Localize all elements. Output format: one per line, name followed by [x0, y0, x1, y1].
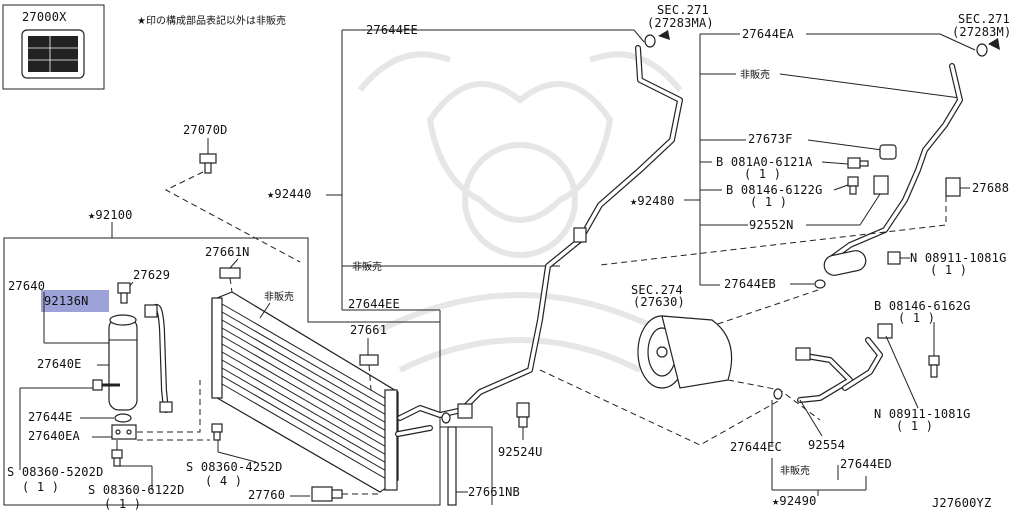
receiver-drier-27640e-icon[interactable] — [108, 314, 138, 411]
compressor-icon[interactable] — [637, 315, 733, 389]
clip-92524u-icon[interactable] — [516, 402, 530, 428]
nut-08911-1081g-a-icon[interactable] — [887, 251, 901, 265]
bracket-92552n-icon[interactable] — [873, 175, 889, 195]
nut-08911-1081g-a-label[interactable]: N 08911-1081G — [910, 251, 1007, 265]
pipe-27629 — [149, 304, 169, 413]
nut-08911-1081g-a-qty: ( 1 ) — [930, 263, 967, 277]
label-sticker-27000x[interactable]: 27000X — [2, 4, 105, 90]
not-sold-hose: 非販売 — [780, 464, 810, 477]
bracket-27640ea-icon[interactable] — [111, 424, 137, 440]
part-27760-label[interactable]: 27760 — [248, 488, 285, 502]
bolt-08360-6122d-icon[interactable] — [111, 449, 123, 467]
part-92554-label[interactable]: 92554 — [808, 438, 845, 452]
mount-27661-icon[interactable] — [359, 354, 379, 366]
part-27629-label[interactable]: 27629 — [133, 268, 170, 282]
sales-note: ★印の構成部品表記以外は非販売 — [137, 14, 286, 27]
bolt-081a0-6121a-qty: ( 1 ) — [744, 167, 781, 181]
part-27688-label[interactable]: 27688 — [972, 181, 1009, 195]
set-92490-label[interactable]: ★92490 — [772, 494, 817, 508]
hose-92490 — [797, 337, 883, 403]
watermark-emblem — [357, 51, 683, 373]
highlight-92136n — [41, 290, 109, 312]
sec271b-ref: (27283M) — [952, 25, 1011, 39]
part-92136n-label[interactable]: 92136N — [44, 294, 89, 308]
not-sold-pipe-92440: 非販売 — [352, 260, 382, 273]
seal-strip-27661nb-icon[interactable] — [447, 426, 457, 506]
grommet-27688-icon[interactable] — [945, 177, 961, 197]
diagram-id: J27600YZ — [932, 496, 991, 510]
mount-27661n-icon[interactable] — [219, 267, 241, 279]
part-27644ea-label[interactable]: 27644EA — [742, 27, 795, 41]
o-ring-27644ea-icon[interactable] — [976, 43, 988, 57]
o-ring-27644ee-mid-icon[interactable] — [441, 412, 451, 424]
part-27661n-label[interactable]: 27661N — [205, 245, 250, 259]
muffler-icon[interactable] — [822, 249, 867, 277]
sec271a-label[interactable]: SEC.271 — [657, 3, 709, 17]
part-27070d-label[interactable]: 27070D — [183, 123, 228, 137]
seal-27760-icon[interactable] — [311, 486, 343, 502]
bolt-27070d-icon[interactable] — [199, 153, 217, 174]
bolt-08146-6122g-label[interactable]: B 08146-6122G — [726, 183, 823, 197]
o-ring-27644ec-icon[interactable] — [773, 388, 783, 400]
set-92100-label[interactable]: ★92100 — [88, 208, 133, 222]
bolt-08146-6162g-qty: ( 1 ) — [898, 311, 935, 325]
sec274-label[interactable]: SEC.274 — [631, 283, 683, 297]
bolt-08146-6122g-qty: ( 1 ) — [750, 195, 787, 209]
part-27640-label[interactable]: 27640 — [8, 279, 45, 293]
pressure-switch-27629-icon[interactable] — [117, 282, 131, 304]
part-27644e-label[interactable]: 27644E — [28, 410, 73, 424]
bolt-08360-5202d-qty: ( 1 ) — [22, 480, 59, 494]
part-27661-label[interactable]: 27661 — [350, 323, 387, 337]
bolt-08360-6122d-qty: ( 1 ) — [104, 497, 141, 510]
bolt-08360-6122d-label[interactable]: S 08360-6122D — [88, 483, 185, 497]
bolt-08146-6122g-icon[interactable] — [847, 176, 859, 195]
sec271b-label[interactable]: SEC.271 — [958, 12, 1010, 26]
part-27661nb-label[interactable]: 27661NB — [468, 485, 520, 499]
bolt-08146-6162g-icon[interactable] — [928, 355, 940, 378]
o-ring-sec271a-icon[interactable] — [644, 34, 656, 48]
arrow-sec271b-icon — [988, 38, 1000, 50]
not-sold-pipe-92480: 非販売 — [740, 68, 770, 81]
sec274-ref: (27630) — [633, 295, 685, 309]
pipe-92480 — [829, 63, 963, 261]
part-27644ee-top-label[interactable]: 27644EE — [366, 23, 418, 37]
part-27000x-label: 27000X — [22, 10, 67, 24]
bolt-08146-6162g-label[interactable]: B 08146-6162G — [874, 299, 971, 313]
part-92552n-label[interactable]: 92552N — [749, 218, 794, 232]
set-92440-label[interactable]: ★92440 — [267, 187, 312, 201]
o-ring-27644e-icon[interactable] — [114, 413, 132, 423]
nut-08911-1081g-b-label[interactable]: N 08911-1081G — [874, 407, 971, 421]
part-27644eb-label[interactable]: 27644EB — [724, 277, 776, 291]
bolt-08360-4252d-icon[interactable] — [211, 423, 223, 441]
condenser-icon[interactable] — [211, 291, 399, 493]
nut-08911-1081g-b-qty: ( 1 ) — [896, 419, 933, 433]
bolt-08360-5202d-icon[interactable] — [92, 379, 120, 391]
part-27640e-label[interactable]: 27640E — [37, 357, 82, 371]
part-92524u-label[interactable]: 92524U — [498, 445, 543, 459]
part-27644ee-mid-label[interactable]: 27644EE — [348, 297, 400, 311]
fitting-92554-icon[interactable] — [795, 347, 811, 361]
part-27644ed-label[interactable]: 27644ED — [840, 457, 892, 471]
part-27640ea-label[interactable]: 27640EA — [28, 429, 81, 443]
part-27673f-label[interactable]: 27673F — [748, 132, 793, 146]
bolt-08360-5202d-label[interactable]: S 08360-5202D — [7, 465, 104, 479]
part-27644ec-label[interactable]: 27644EC — [730, 440, 782, 454]
bolt-081a0-6121a-label[interactable]: B 081A0-6121A — [716, 155, 813, 169]
set-92480-label[interactable]: ★92480 — [630, 194, 675, 208]
not-sold-condenser: 非販売 — [264, 290, 294, 303]
arrow-sec271a-icon — [658, 30, 670, 40]
o-ring-27644eb-icon[interactable] — [814, 279, 826, 289]
bolt-081a0-6121a-icon[interactable] — [847, 157, 869, 169]
bolt-08360-4252d-label[interactable]: S 08360-4252D — [186, 460, 283, 474]
bolt-08360-4252d-qty: ( 4 ) — [205, 474, 242, 488]
cap-27673f-icon[interactable] — [879, 144, 897, 160]
sec271a-ref: (27283MA) — [647, 16, 714, 30]
